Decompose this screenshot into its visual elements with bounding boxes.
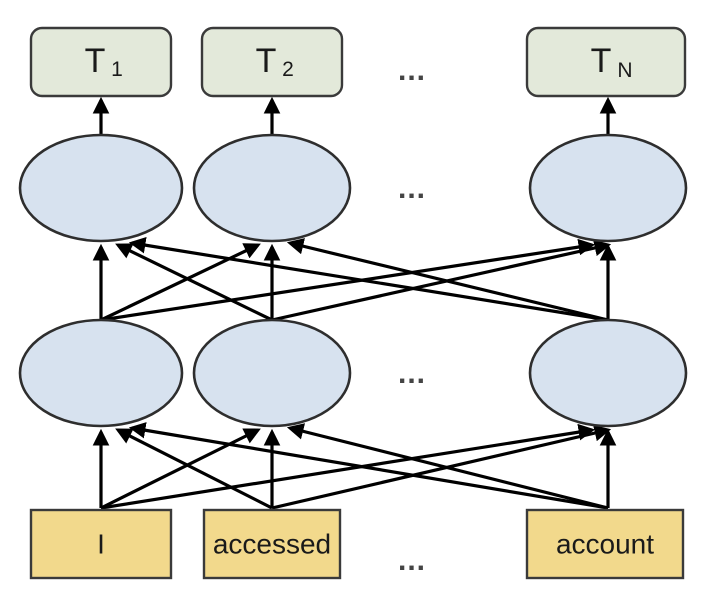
ellipsis-input-row: ... — [398, 544, 426, 577]
edge-h1-1-h2-2 — [100, 243, 261, 322]
edge-h1-2-h2-1 — [115, 243, 273, 322]
edges-hidden2-to-output — [92, 96, 617, 138]
ellipsis-markers: ... ... ... ... — [398, 54, 426, 577]
edge-h1-n-h2-2 — [286, 238, 609, 322]
edge-tok1-h1-n — [100, 423, 596, 510]
hidden-node-h1-n[interactable] — [528, 318, 688, 428]
input-label-token-n: account — [556, 528, 654, 559]
output-box-T1[interactable] — [29, 26, 173, 98]
hidden-layer-2 — [18, 133, 688, 243]
edge-tokN-h1-2 — [286, 423, 609, 510]
edge-tok2-h1-n — [271, 424, 612, 510]
output-label-TN-base: T — [591, 42, 612, 80]
ellipsis-hidden1-row: ... — [398, 357, 426, 390]
output-layer: T 1 T 2 T N — [29, 26, 687, 98]
hidden-node-h1-1[interactable] — [18, 318, 184, 428]
output-box-TN[interactable] — [525, 26, 687, 98]
input-box-token-1[interactable] — [29, 508, 173, 580]
hidden-node-h2-1[interactable] — [18, 133, 184, 243]
edge-h1-2-h2-n — [271, 239, 612, 322]
ellipsis-hidden2-row: ... — [398, 172, 426, 205]
output-label-TN-sub: N — [617, 59, 632, 82]
edge-tok1-h1-2 — [100, 428, 261, 510]
edge-h1-n-h2-1 — [128, 236, 609, 322]
output-label-T2-sub: 2 — [282, 58, 294, 81]
hidden-layer-1 — [18, 318, 688, 428]
edge-tok2-h1-1 — [115, 428, 273, 510]
output-box-T2[interactable] — [200, 26, 344, 98]
output-label-T1-sub: 1 — [111, 58, 123, 81]
input-box-token-2[interactable] — [202, 508, 342, 580]
edge-tokN-h1-1 — [128, 422, 609, 510]
input-label-token-1: I — [97, 528, 105, 559]
hidden-node-h2-n[interactable] — [528, 133, 688, 243]
edge-h1-1-h2-n — [100, 238, 596, 322]
output-label-T2-base: T — [256, 42, 277, 80]
hidden-node-h1-2[interactable] — [192, 318, 352, 428]
edges-input-to-hidden1 — [92, 422, 617, 510]
hidden-node-h2-2[interactable] — [192, 133, 352, 243]
output-label-T1-base: T — [85, 42, 106, 80]
edges-hidden1-to-hidden2 — [92, 236, 617, 322]
input-layer: I accessed account — [29, 508, 685, 580]
input-box-token-n[interactable] — [525, 508, 685, 580]
input-label-token-2: accessed — [213, 528, 331, 559]
ellipsis-output-row: ... — [398, 54, 426, 87]
